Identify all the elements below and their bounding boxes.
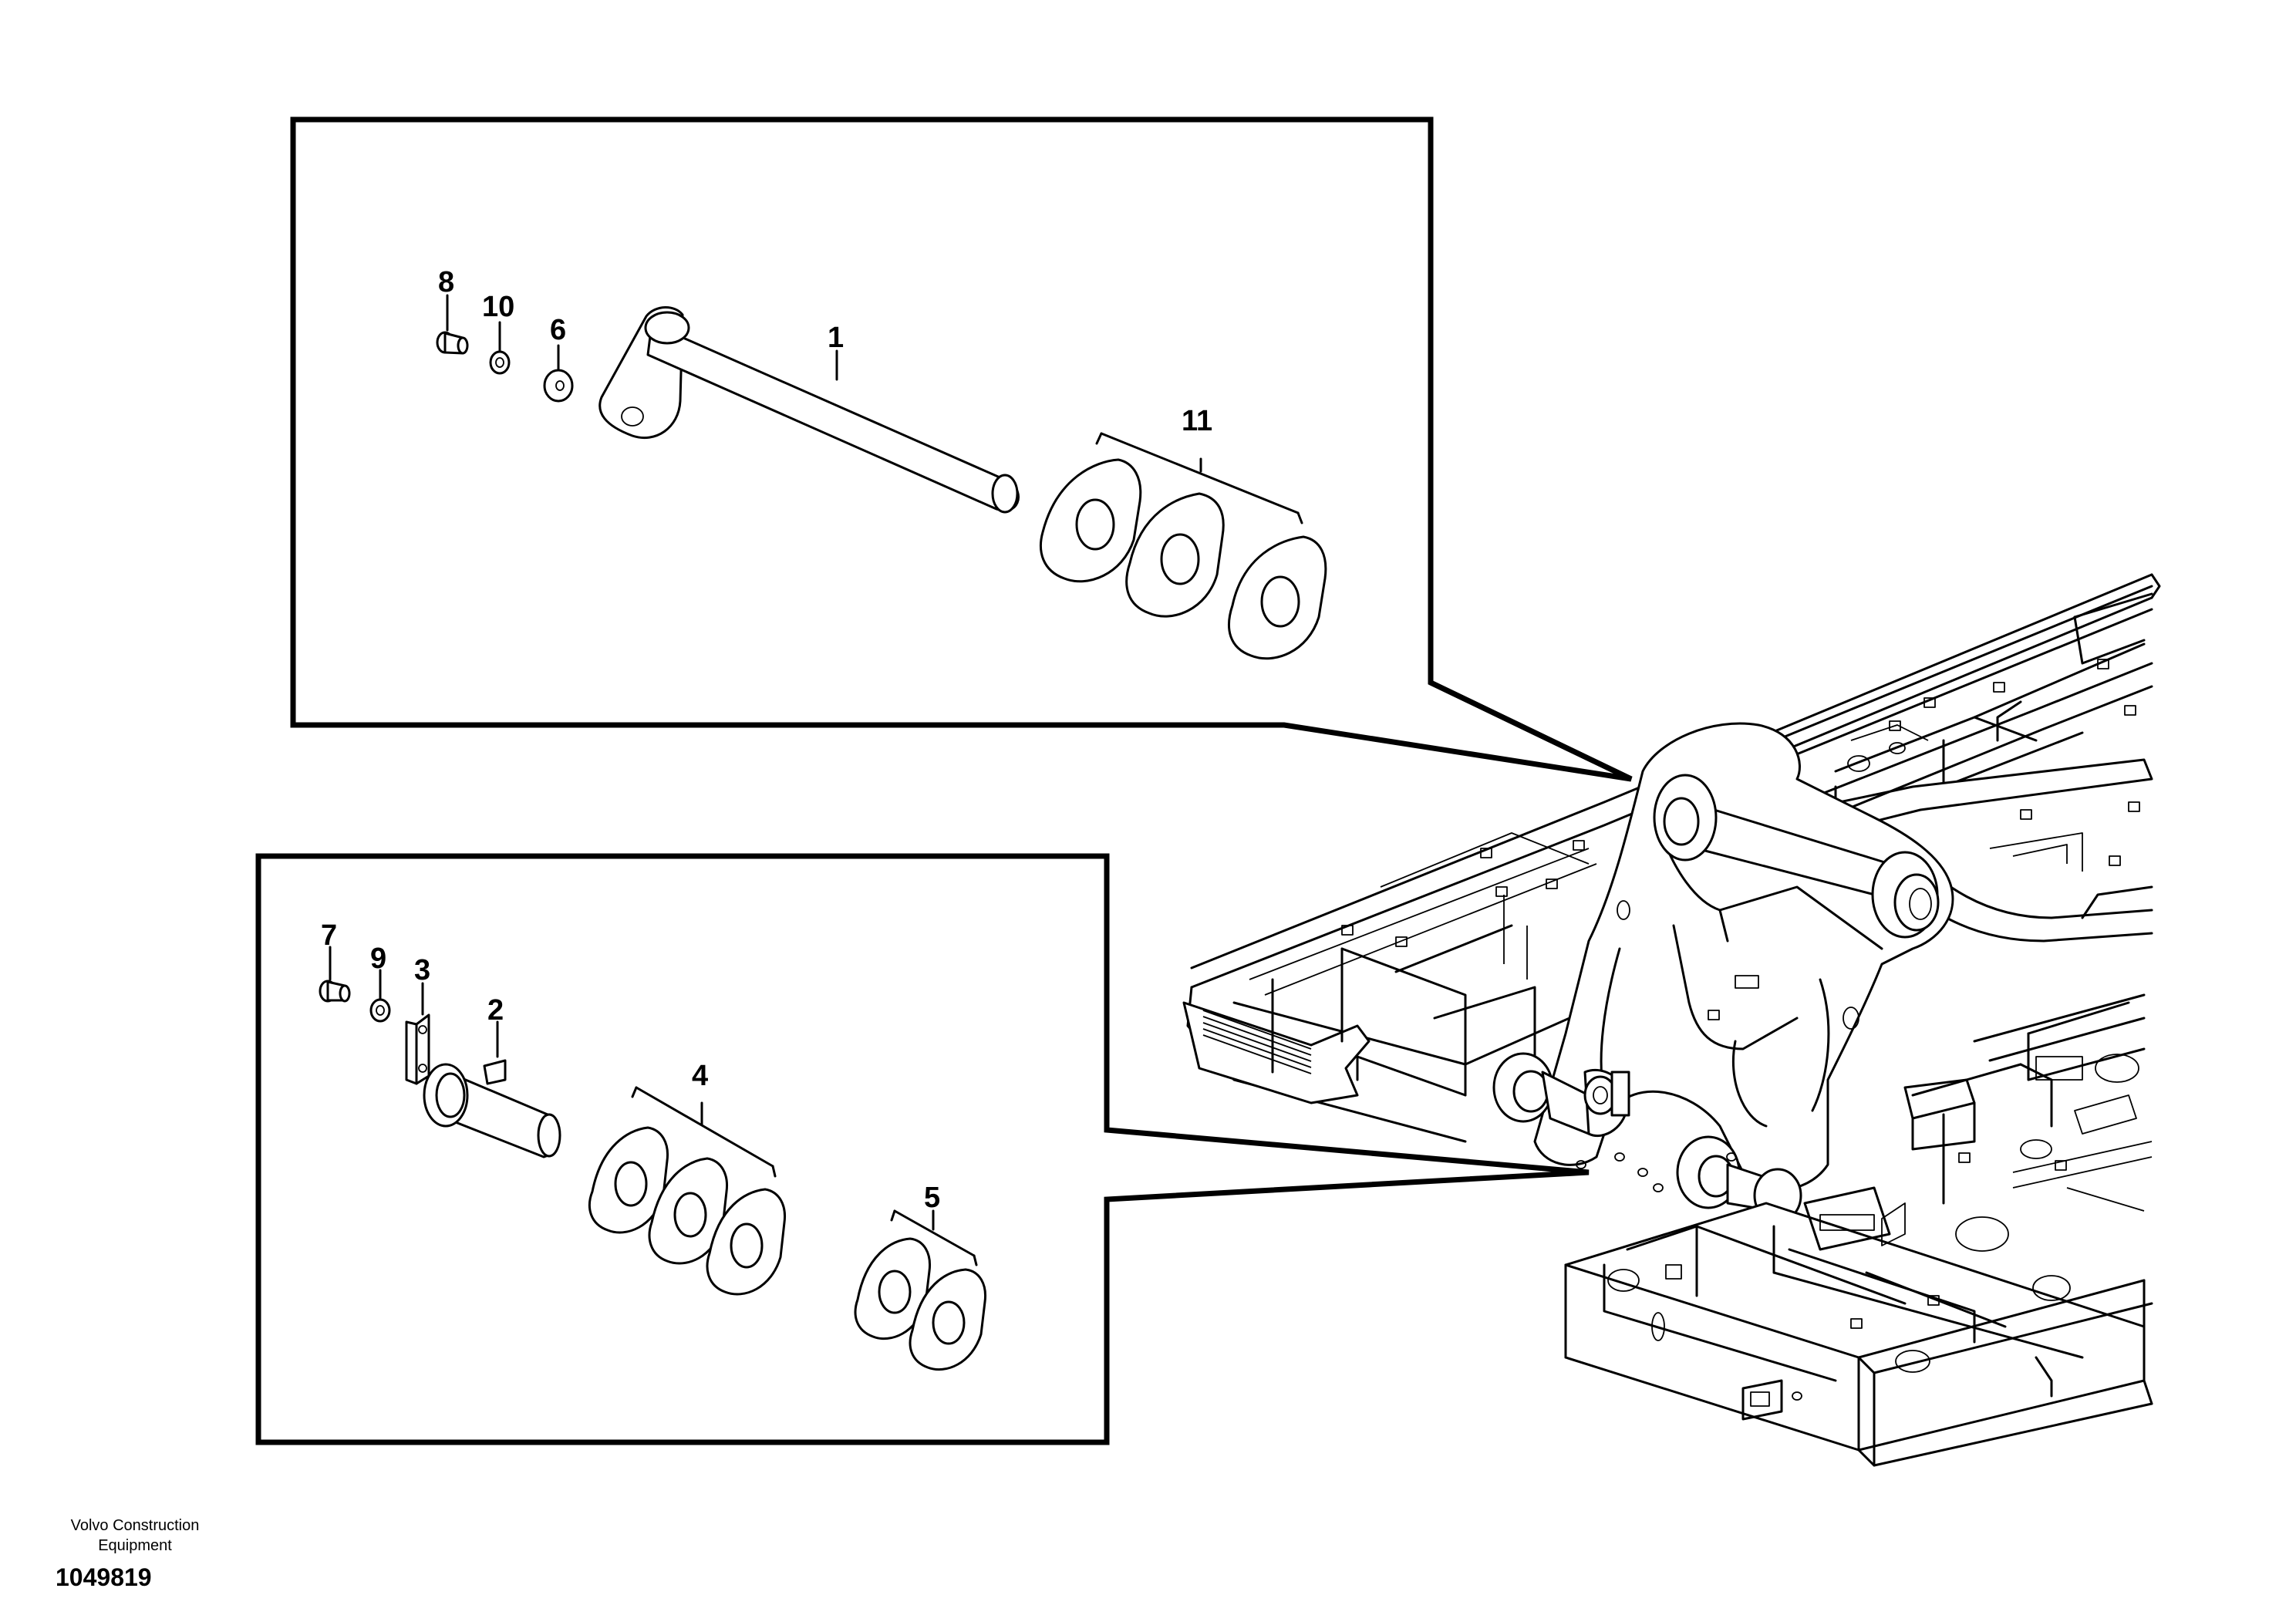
part-10-washer	[489, 321, 511, 375]
part-5-shims	[854, 1209, 987, 1371]
callout-7: 7	[321, 919, 337, 952]
part-1-pin	[598, 306, 1020, 514]
part-7-bolt	[319, 946, 351, 1003]
manufacturer-line-2: Equipment	[98, 1537, 172, 1554]
callout-1: 1	[828, 322, 844, 354]
part-8-bolt	[436, 294, 469, 355]
lower-detail-frame	[255, 853, 1590, 1445]
manufacturer-line-1: Volvo Construction	[70, 1517, 200, 1534]
reference-number: 1049819	[56, 1563, 152, 1591]
callout-5: 5	[924, 1182, 940, 1214]
part-2-pin	[423, 1020, 561, 1158]
part-11-shims	[1040, 432, 1327, 660]
callout-3: 3	[414, 954, 430, 986]
callout-9: 9	[370, 943, 386, 975]
part-3-lock-plate	[405, 982, 430, 1085]
footer: Volvo Construction Equipment 1049819	[46, 1516, 224, 1592]
part-4-shims	[588, 1086, 787, 1296]
part-9-washer	[369, 969, 391, 1023]
callout-11: 11	[1182, 405, 1212, 437]
callout-10: 10	[482, 291, 514, 323]
upper-detail-frame	[290, 116, 1633, 782]
machine-frame-illustration	[1182, 573, 2161, 1467]
callout-8: 8	[438, 266, 454, 298]
callout-4: 4	[692, 1060, 708, 1092]
callout-6: 6	[550, 314, 566, 346]
part-6-washer	[543, 344, 574, 403]
callout-2: 2	[487, 994, 504, 1027]
